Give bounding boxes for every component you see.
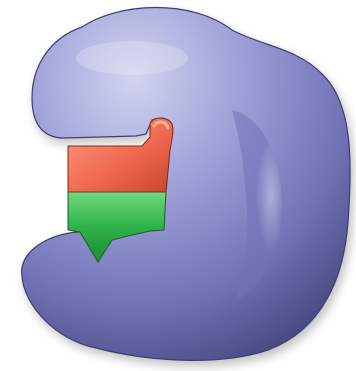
enzyme-highlight (76, 41, 188, 75)
